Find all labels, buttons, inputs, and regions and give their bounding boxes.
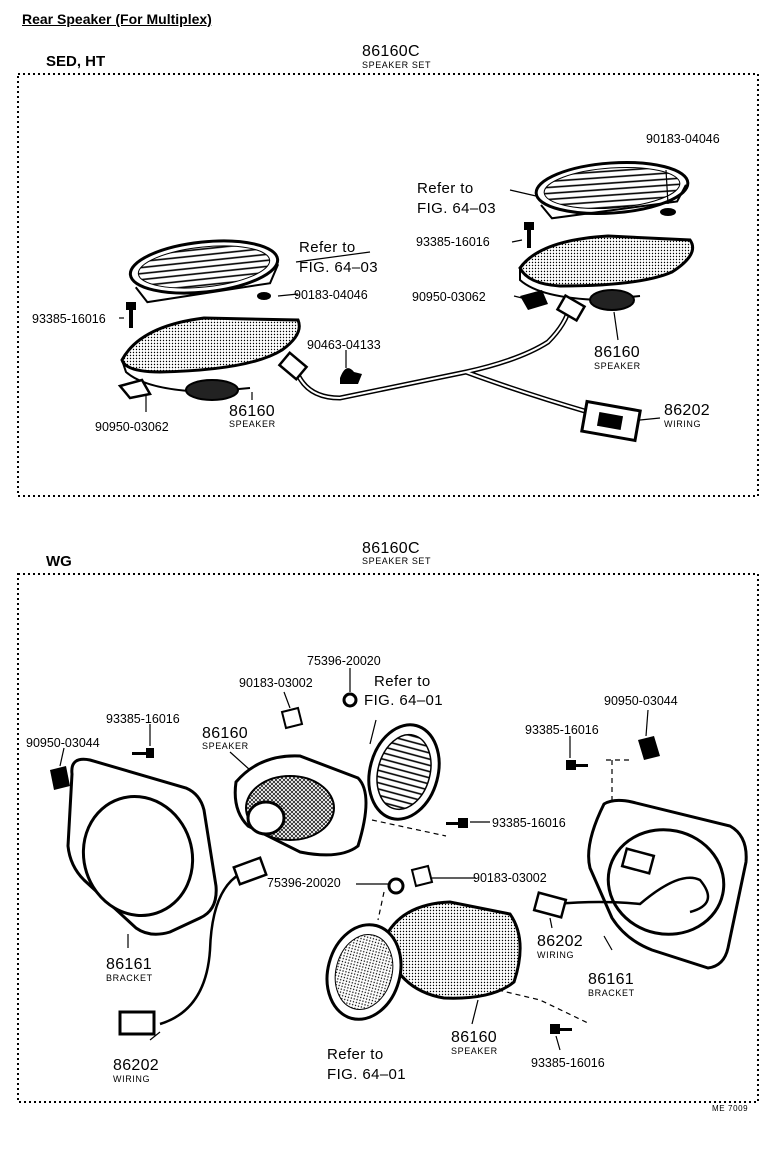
grille-round-bottom (325, 923, 403, 1021)
nut-right (660, 208, 676, 216)
screw-right (524, 222, 534, 248)
speaker-wagon-bottom-number: 86160 (451, 1029, 497, 1046)
part-screw-wagon-right: 93385-16016 (525, 723, 599, 737)
nut-left (257, 292, 271, 300)
wagon-hardware (50, 692, 660, 1034)
wagon-section-label: WG (46, 553, 72, 570)
part-washer-top: 75396-20020 (307, 654, 381, 668)
washer-mid (387, 877, 405, 895)
washer-top (342, 692, 358, 708)
grille-round-top (367, 723, 441, 821)
connector-left-speaker (277, 351, 309, 381)
bracket-left (66, 757, 218, 936)
part-nut-top: 90183-03002 (239, 676, 313, 690)
bracket-right-name: BRACKET (588, 988, 635, 998)
grille-left (128, 239, 280, 304)
screw-wagon-bottom (550, 1024, 572, 1034)
speaker-wagon-bottom-name: SPEAKER (451, 1046, 498, 1056)
wiring-right-number: 86202 (537, 933, 583, 950)
screw-wagon-mid (446, 818, 468, 828)
sedan-wiring-harness (293, 305, 589, 415)
refer-top-line2: FIG. 64–01 (364, 692, 444, 709)
part-screw-wagon-left: 93385-16016 (106, 712, 180, 726)
sedan-set-name: SPEAKER SET (362, 60, 432, 70)
grille-right (534, 161, 690, 220)
part-clip-right: 90950-03062 (412, 290, 486, 304)
sedan-set-number: 86160C (362, 43, 420, 60)
refer-right-line1: Refer to (417, 180, 474, 197)
connector-right-speaker (555, 293, 587, 323)
wagon-leader-lines (59, 668, 649, 1051)
clip-top-right (638, 736, 660, 760)
speaker-left-number: 86160 (229, 403, 275, 420)
part-screw-left: 93385-16016 (32, 312, 106, 326)
wiring-number: 86202 (664, 402, 710, 419)
wagon-connector-right-speaker (620, 847, 656, 875)
speaker-wagon-left-number: 86160 (202, 725, 248, 742)
speaker-wagon-bottom (382, 900, 522, 1000)
bracket-left-name: BRACKET (106, 973, 153, 983)
wiring-connector-86202 (580, 399, 642, 443)
refer-right-line2: FIG. 64–03 (417, 200, 497, 217)
clamp (340, 368, 362, 384)
part-clip-left: 90950-03062 (95, 420, 169, 434)
refer-left-line1: Refer to (299, 239, 356, 256)
sedan-section-label: SED, HT (46, 53, 106, 70)
wiring-left-number: 86202 (113, 1057, 159, 1074)
bracket-right-number: 86161 (588, 971, 634, 988)
part-clip-top-left: 90950-03044 (26, 736, 100, 750)
screw-wagon-right (566, 760, 588, 770)
sedan-section-frame (17, 73, 759, 497)
screw-left (126, 302, 136, 328)
footer-code: ME 7009 (712, 1104, 749, 1113)
refer-bottom-line1: Refer to (327, 1046, 384, 1063)
refer-top-line1: Refer to (374, 673, 431, 690)
wagon-connector-86202-right (532, 891, 568, 919)
refer-left-line2: FIG. 64–03 (299, 259, 379, 276)
wagon-wiring-right (555, 876, 710, 914)
part-screw-wagon-bottom: 93385-16016 (531, 1056, 605, 1070)
part-screw-right: 93385-16016 (416, 235, 490, 249)
wagon-section-frame (17, 573, 759, 1103)
part-nut-mid: 90183-03002 (473, 871, 547, 885)
clip-left (117, 378, 152, 400)
speaker-right-number: 86160 (594, 344, 640, 361)
wagon-set-name: SPEAKER SET (362, 556, 432, 566)
nut-square-top (280, 706, 304, 730)
part-washer-mid: 75396-20020 (267, 876, 341, 890)
wiring-right-name: WIRING (537, 950, 575, 960)
part-nut-left: 90183-04046 (294, 288, 368, 302)
speaker-right (518, 234, 695, 311)
clip-right (520, 290, 548, 310)
speaker-left-name: SPEAKER (229, 419, 276, 429)
part-clamp: 90463-04133 (307, 338, 381, 352)
page-title: Rear Speaker (For Multiplex) (22, 11, 212, 27)
refer-bottom-line2: FIG. 64–01 (327, 1066, 407, 1083)
speaker-wagon-left (233, 754, 368, 857)
part-screw-wagon-mid: 93385-16016 (492, 816, 566, 830)
sedan-leader-lines (119, 169, 669, 421)
speaker-right-name: SPEAKER (594, 361, 641, 371)
wagon-connector-left-speaker (232, 856, 268, 886)
wiring-left-name: WIRING (113, 1074, 151, 1084)
speaker-left (120, 316, 301, 401)
part-nut-right: 90183-04046 (646, 132, 720, 146)
part-clip-top-right: 90950-03044 (604, 694, 678, 708)
speaker-wagon-left-name: SPEAKER (202, 741, 249, 751)
screw-wagon-left (132, 748, 154, 758)
sedan-wiring-harness-inner (295, 305, 589, 413)
wagon-wiring-left (159, 872, 241, 1026)
wagon-set-number: 86160C (362, 540, 420, 557)
bracket-left-number: 86161 (106, 956, 152, 973)
wiring-name: WIRING (664, 419, 702, 429)
wagon-dashed-guides (371, 759, 632, 1025)
clip-top-left (50, 766, 70, 790)
nut-square-mid (410, 864, 434, 888)
wagon-connector-86202-left (118, 1010, 156, 1036)
